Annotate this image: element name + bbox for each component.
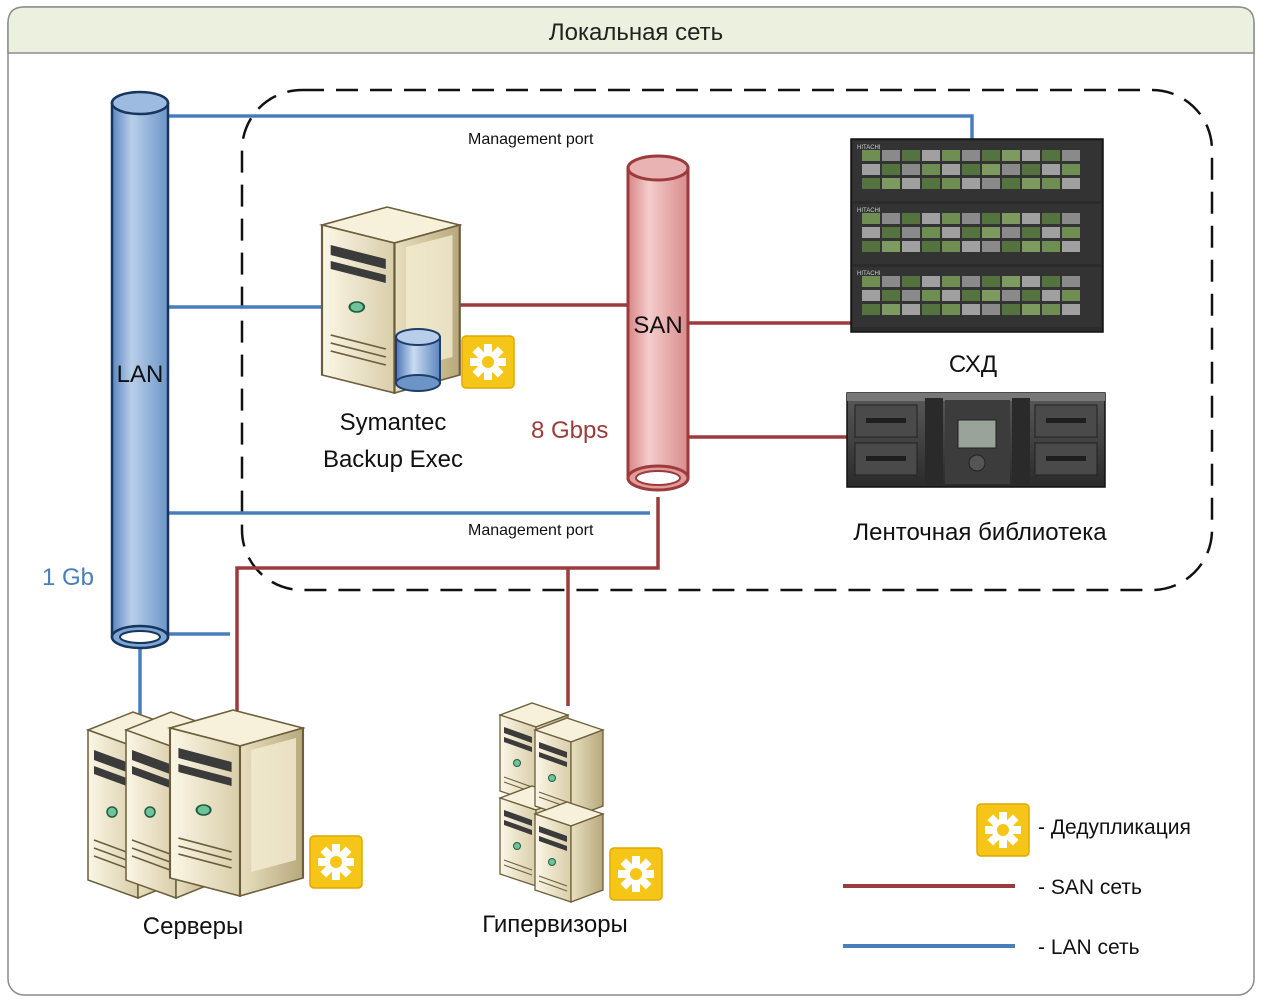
- servers-icon: [87, 708, 305, 899]
- database-icon: [395, 328, 441, 392]
- storage-array-icon: HITACHI: [850, 138, 1104, 333]
- legend-dedup-label: - Дедупликация: [1038, 816, 1191, 839]
- servers-label: Серверы: [143, 913, 243, 940]
- legend-gear-icon: [976, 803, 1030, 857]
- lan-speed-label: 1 Gb: [42, 564, 94, 591]
- legend: - Дедупликация - SAN сеть - LAN сеть: [843, 803, 1191, 959]
- legend-lan-label: - LAN сеть: [1038, 936, 1140, 959]
- title-bar: [7, 6, 1255, 54]
- hypervisors-label: Гипервизоры: [482, 911, 628, 938]
- storage-brand-label: HITACHI: [857, 145, 881, 151]
- servers-dedup-gear-icon: [309, 835, 363, 889]
- san-links: [235, 303, 852, 718]
- management-port-top: Management port: [468, 131, 594, 148]
- tape-library-icon: [846, 392, 1106, 488]
- lan-label: LAN: [117, 361, 164, 388]
- legend-san-label: - SAN сеть: [1038, 876, 1142, 899]
- backup-dedup-gear-icon: [461, 335, 515, 389]
- management-port-bottom: Management port: [468, 522, 594, 539]
- backup-zone-boundary: [240, 88, 1214, 592]
- storage-label: СХД: [949, 351, 997, 378]
- san-label: SAN: [633, 312, 682, 339]
- backup-server-label-line1: Symantec: [340, 409, 447, 436]
- san-speed-label: 8 Gbps: [531, 417, 608, 444]
- backup-server-label-line2: Backup Exec: [323, 446, 463, 473]
- san-bus: SAN: [626, 154, 690, 492]
- diagram-title: Локальная сеть: [549, 19, 723, 46]
- hypervisors-icon: [499, 702, 604, 903]
- lan-bus: LAN: [110, 90, 170, 650]
- hypervisors-dedup-gear-icon: [609, 847, 663, 901]
- tape-library-label: Ленточная библиотека: [853, 519, 1107, 546]
- lan-links: [138, 114, 974, 718]
